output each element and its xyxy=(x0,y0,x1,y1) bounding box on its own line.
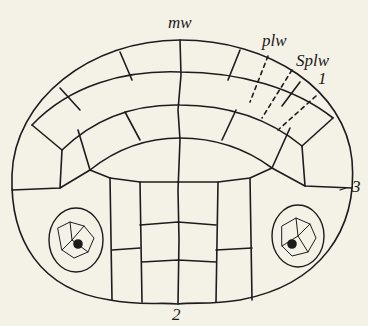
cell-wall-label: mw xyxy=(168,14,192,31)
cell-wall-label: 2 xyxy=(172,306,181,323)
cell-wall-label: plw xyxy=(262,32,287,49)
cell-wall-label: Splw xyxy=(296,52,329,69)
cell-wall-label: 3 xyxy=(352,178,361,195)
cell-wall-label: 1 xyxy=(318,70,327,87)
